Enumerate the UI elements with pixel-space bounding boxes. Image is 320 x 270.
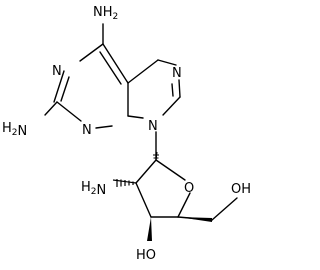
bond-c2-n3	[56, 101, 82, 122]
wedge-bond-c3-oh	[147, 217, 152, 241]
atom-h2n-sugar: H2N	[81, 180, 106, 198]
bond-c5prime-oh	[211, 197, 238, 221]
atom-h2n-left: H2N	[2, 121, 27, 139]
atom-n-ring-1: N	[52, 64, 62, 79]
bond-c8-n9	[162, 96, 181, 116]
bonds	[44, 23, 238, 221]
bond-c5-c6-inner	[99, 51, 122, 85]
bond-c6-n1	[79, 43, 104, 62]
bond-n7-c8-inner	[171, 83, 174, 97]
bond-c5-c6	[102, 43, 129, 84]
structure-svg: NH2 H2N N N N N H2N O OH HO	[2, 5, 251, 263]
molecule-diagram: NH2 H2N N N N N H2N O OH HO	[2, 5, 251, 263]
stereo-bonds	[112, 151, 212, 241]
bond-c3-c2	[135, 182, 152, 218]
wedge-bond-c4-c5prime	[178, 217, 212, 222]
bond-c8-n7	[157, 59, 177, 66]
atom-n-ring-9: N	[148, 119, 158, 134]
hash-bond-c2-nh2	[112, 179, 137, 187]
bond-n7-c8	[178, 79, 181, 98]
atom-nh2-top: NH2	[93, 5, 118, 22]
bond-c2-c1	[135, 159, 157, 184]
atom-labels: NH2 H2N N N N N H2N O OH HO	[2, 5, 251, 263]
bond-o4-c4	[177, 192, 191, 218]
bond-n3-c4	[95, 125, 113, 129]
bond-c2-nh2	[44, 101, 58, 116]
atom-oh-right: OH	[231, 182, 251, 197]
bond-n1-c2-inner	[60, 76, 70, 102]
atom-n-ring-3: N	[82, 123, 92, 138]
atom-o-ring: O	[184, 181, 194, 196]
bond-c5-c8	[127, 59, 159, 84]
hash-bond-c1-h	[153, 151, 159, 161]
atom-ho-bottom: HO	[136, 248, 156, 263]
bond-c1-o4	[155, 159, 186, 181]
atom-n-ring-7: N	[172, 66, 182, 81]
bond-n9-c4	[127, 115, 144, 119]
bond-n1-c2	[53, 70, 65, 103]
